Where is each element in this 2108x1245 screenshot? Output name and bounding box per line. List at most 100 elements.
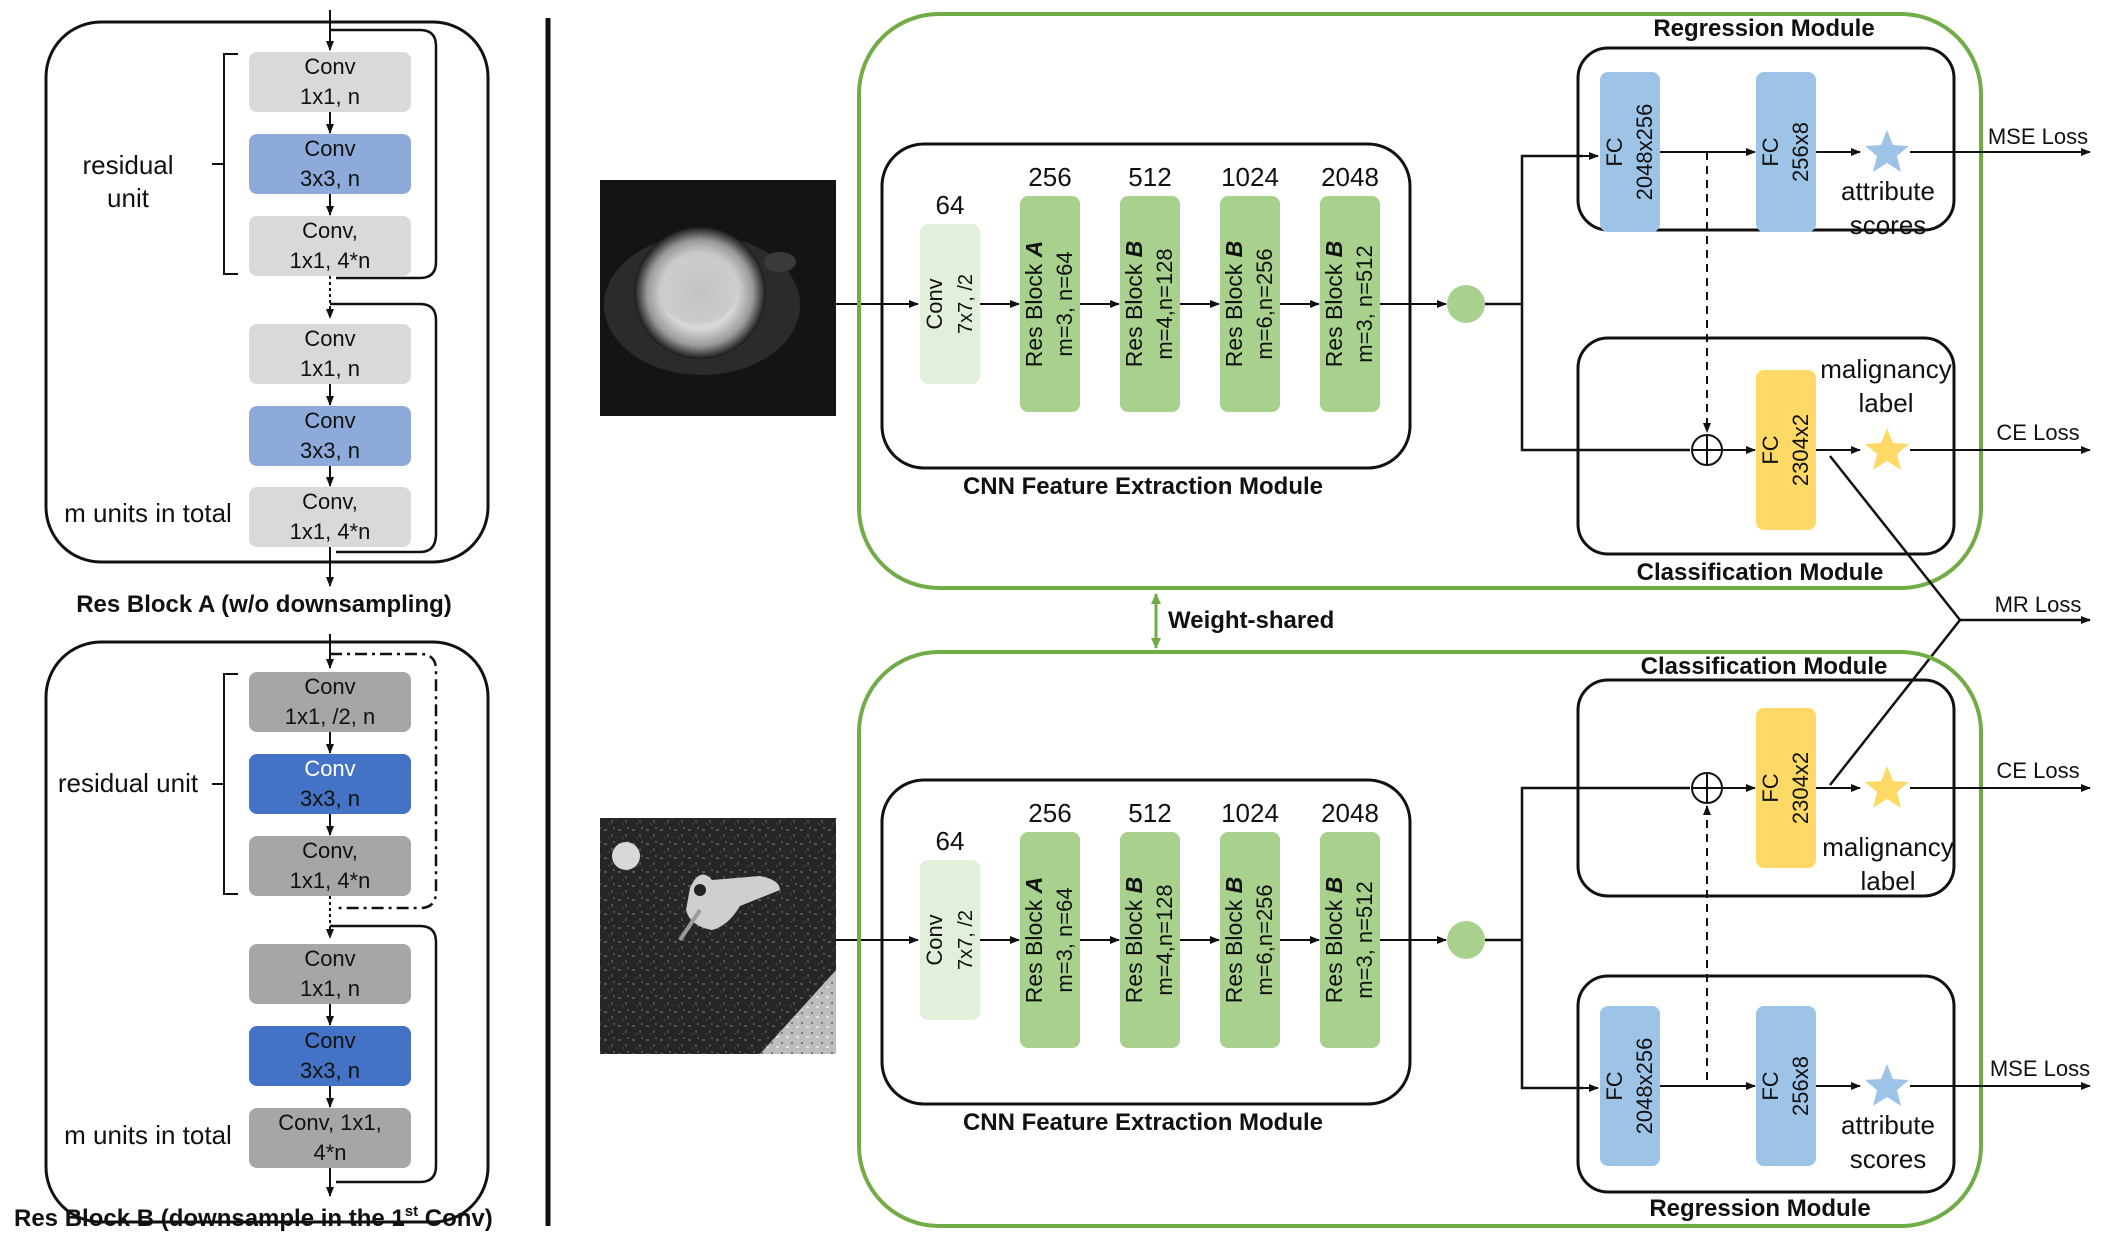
conv-text: 1x1, 4*n: [290, 868, 371, 893]
conv-text: Conv,: [302, 838, 358, 863]
res-block-params: m=3, n=64: [1052, 251, 1077, 356]
conv-text: Conv: [304, 674, 355, 699]
attribute-label: attribute: [1841, 1110, 1935, 1140]
channels-label: 2048: [1321, 798, 1379, 828]
conv-box-a1: [249, 52, 411, 112]
res-block-params: m=3, n=64: [1052, 887, 1077, 992]
fc-label: FC: [1758, 1071, 1783, 1100]
conv-text: 1x1, n: [300, 356, 360, 381]
residual-unit-label: unit: [107, 183, 150, 213]
weight-shared-label: Weight-shared: [1168, 607, 1334, 634]
conv-box-a4: [249, 324, 411, 384]
malignancy-label: malignancy: [1820, 354, 1952, 384]
malignancy-label: label: [1861, 866, 1916, 896]
pooling-node: [1447, 921, 1485, 959]
bottom-regression-frame: [1576, 974, 1956, 1194]
fc-params: 256x8: [1788, 1056, 1813, 1116]
res-block-box: [1220, 832, 1280, 1048]
channels-label: 256: [1028, 798, 1071, 828]
channels-label: 256: [1028, 162, 1071, 192]
res-block-name: Res Block A: [1021, 877, 1047, 1004]
nodule-image-top: [600, 180, 836, 416]
fc-box: [1756, 72, 1816, 232]
res-block-params: m=6,n=256: [1252, 884, 1277, 995]
pooling-node: [1447, 285, 1485, 323]
conv-text: Conv, 1x1,: [278, 1110, 382, 1135]
star-icon: [1865, 1064, 1909, 1106]
bottom-module-frame: [857, 650, 1983, 1228]
mse-loss-label: MSE Loss: [1988, 124, 2088, 149]
conv-box-b5: [249, 1026, 411, 1086]
res-block-name: Res Block B: [1221, 877, 1247, 1004]
attribute-label: attribute: [1841, 176, 1935, 206]
res-block-params: m=4,n=128: [1152, 248, 1177, 359]
channels-label: 64: [936, 190, 965, 220]
conv-text: Conv: [304, 1028, 355, 1053]
conv-text: 3x3, n: [300, 786, 360, 811]
fc-box: [1600, 72, 1660, 232]
fc-params: 2304x2: [1788, 414, 1813, 486]
fc-params: 256x8: [1788, 122, 1813, 182]
conv-text: Conv: [304, 326, 355, 351]
malignancy-label: malignancy: [1822, 832, 1954, 862]
conv-box-b2: [249, 754, 411, 814]
bottom-cnn-title: CNN Feature Extraction Module: [963, 1109, 1323, 1136]
top-classification-frame: [1576, 336, 1956, 556]
conv-text: 1x1, 4*n: [290, 519, 371, 544]
fc-box: [1756, 708, 1816, 868]
fc-params: 2048x256: [1632, 104, 1657, 201]
attribute-label: scores: [1850, 1144, 1927, 1174]
res-block-params: m=6,n=256: [1252, 248, 1277, 359]
star-icon: [1865, 130, 1909, 172]
conv-box-b1: [249, 672, 411, 732]
res-block-params: m=4,n=128: [1152, 884, 1177, 995]
ce-loss-label: CE Loss: [1996, 758, 2079, 783]
bottom-conv-box: [920, 860, 980, 1020]
res-block-b: Conv 1x1, /2, n Conv 3x3, n Conv, 1x1, 4…: [14, 634, 493, 1232]
res-block-name: Res Block B: [1321, 877, 1347, 1004]
fc-label: FC: [1758, 773, 1783, 802]
conv-params: 7x7, /2: [955, 910, 977, 970]
res-block-params: m=3, n=512: [1352, 881, 1377, 998]
conv-text: Conv: [304, 408, 355, 433]
residual-brace-a: [212, 53, 238, 275]
res-block-box: [1120, 832, 1180, 1048]
res-block-name: Res Block B: [1121, 241, 1147, 368]
conv-label: Conv: [922, 278, 947, 329]
conv-box-b4: [249, 944, 411, 1004]
channels-label: 1024: [1221, 798, 1279, 828]
res-block-a-caption: Res Block A (w/o downsampling): [76, 591, 452, 618]
res-block-b-frame: [44, 640, 490, 1224]
res-block-name: Res Block B: [1121, 877, 1147, 1004]
channels-label: 512: [1128, 162, 1171, 192]
m-units-label: m units in total: [64, 498, 232, 528]
star-icon: [1865, 766, 1909, 808]
conv-box-a3: [249, 216, 411, 276]
conv-text: 3x3, n: [300, 438, 360, 463]
conv-text: 1x1, n: [300, 84, 360, 109]
conv-text: Conv: [304, 54, 355, 79]
conv-label: Conv: [922, 914, 947, 965]
top-classification-title: Classification Module: [1637, 559, 1884, 586]
res-block-b-caption: Res Block B (downsample in the 1st Conv): [14, 1203, 493, 1232]
nodule-image-bottom: [600, 818, 836, 1054]
fc-box: [1600, 1006, 1660, 1166]
res-block-a-frame: [44, 20, 490, 564]
conv-text: 1x1, n: [300, 976, 360, 1001]
top-module-frame: [857, 12, 1983, 590]
bottom-cnn-frame: [880, 778, 1412, 1106]
top-network: Regression Module CNN Feature Extraction…: [600, 12, 2091, 590]
ce-loss-label: CE Loss: [1996, 420, 2079, 445]
res-block-params: m=3, n=512: [1352, 245, 1377, 362]
residual-unit-label: residual: [82, 150, 173, 180]
conv-text: Conv: [304, 136, 355, 161]
channels-label: 512: [1128, 798, 1171, 828]
conv-box-b6: [249, 1108, 411, 1168]
channels-label: 64: [936, 826, 965, 856]
mse-loss-label: MSE Loss: [1990, 1056, 2090, 1081]
conv-text: Conv,: [302, 489, 358, 514]
channels-label: 2048: [1321, 162, 1379, 192]
bottom-regression-title: Regression Module: [1649, 1195, 1870, 1222]
res-block-name: Res Block A: [1021, 241, 1047, 368]
bottom-res-blocks: 256 512 1024 2048 Res Block A m=3, n=64 …: [1020, 798, 1380, 1048]
